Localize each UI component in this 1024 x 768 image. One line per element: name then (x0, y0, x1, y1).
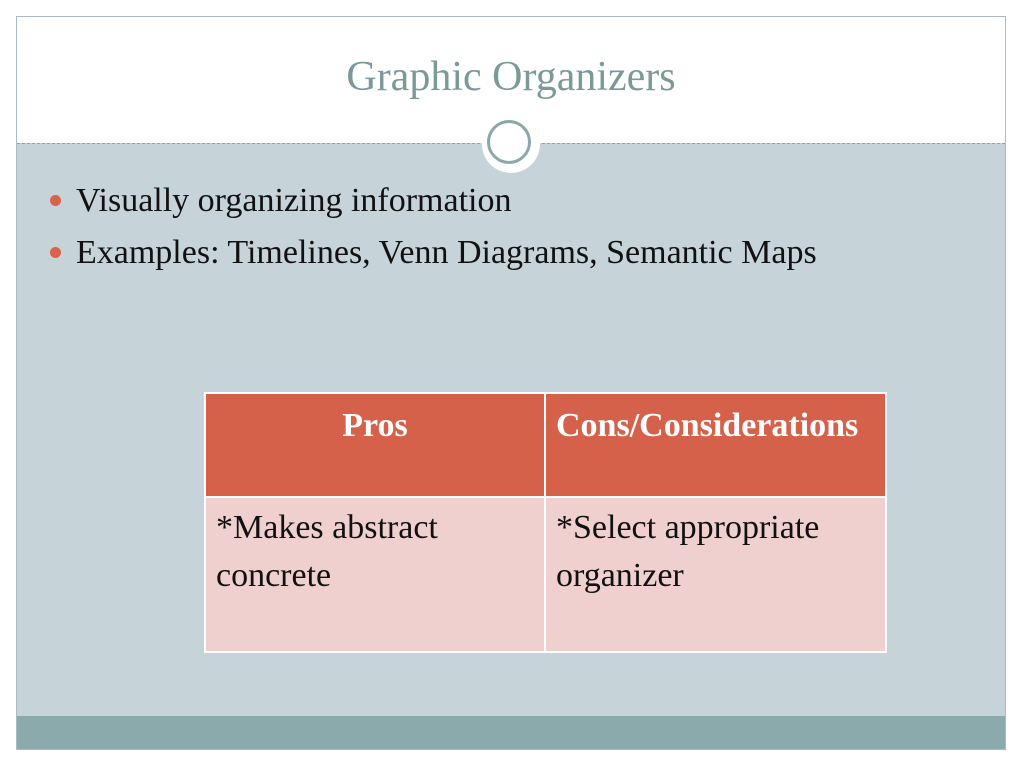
slide: Graphic Organizers Visually organizing i… (16, 16, 1006, 750)
bullet-dot-icon (50, 247, 61, 258)
bullet-text: Examples: Timelines, Venn Diagrams, Sema… (76, 234, 817, 271)
bullet-text: Visually organizing information (76, 182, 512, 219)
table-header-pros: Pros (204, 392, 546, 498)
pros-cons-table: Pros Cons/Considerations *Makes abstract… (204, 392, 887, 653)
bullet-dot-icon (50, 195, 61, 206)
table-header-row: Pros Cons/Considerations (204, 392, 887, 498)
divider-circle-icon (487, 120, 531, 164)
footer-bar (17, 716, 1005, 749)
table-row: *Makes abstract concrete *Select appropr… (204, 496, 887, 653)
bullet-item: Visually organizing information (47, 177, 947, 225)
slide-title: Graphic Organizers (346, 54, 676, 100)
table-cell-pros: *Makes abstract concrete (204, 496, 546, 653)
bullet-item: Examples: Timelines, Venn Diagrams, Sema… (47, 229, 947, 277)
table-cell-cons: *Select appropriate organizer (544, 496, 887, 653)
bullet-list: Visually organizing information Examples… (47, 177, 947, 281)
table-header-cons: Cons/Considerations (544, 392, 887, 498)
